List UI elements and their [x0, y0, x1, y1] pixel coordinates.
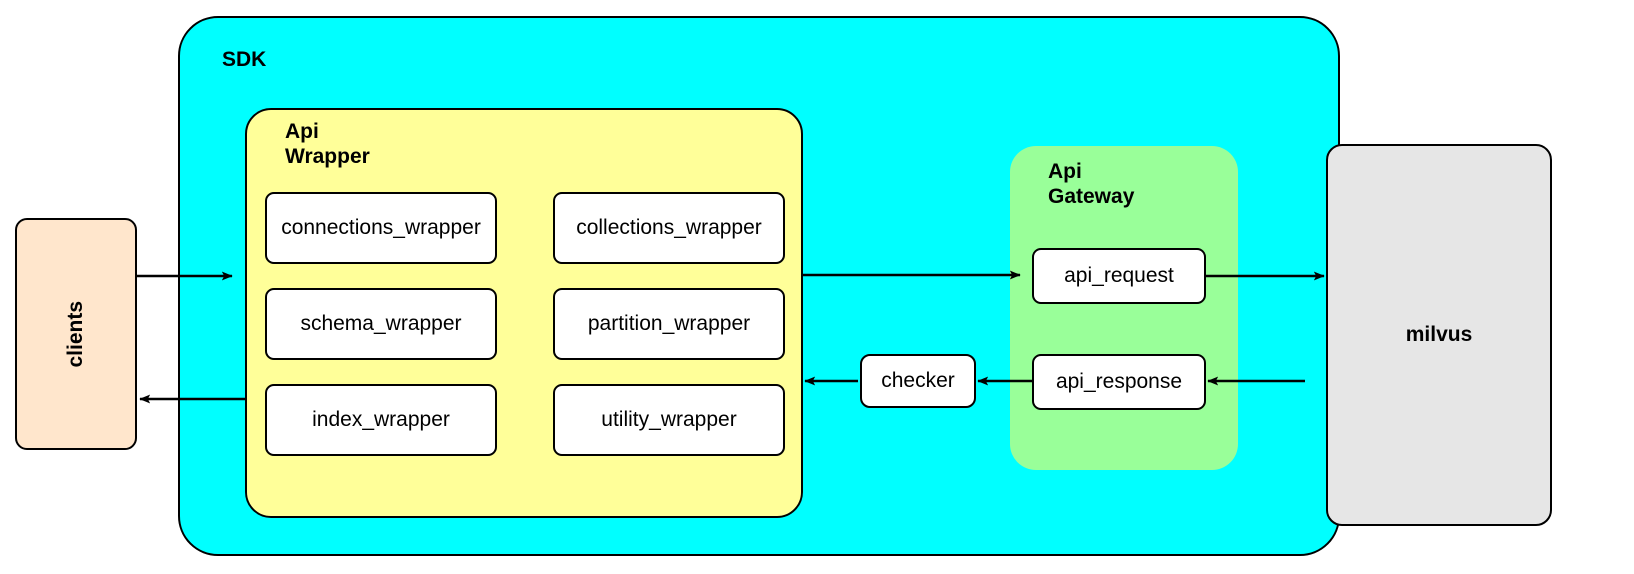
- milvus-node[interactable]: milvus: [1326, 144, 1552, 526]
- module-api-request[interactable]: api_request: [1032, 248, 1206, 304]
- module-label: utility_wrapper: [601, 408, 737, 431]
- module-label: collections_wrapper: [576, 216, 762, 239]
- module-schema-wrapper[interactable]: schema_wrapper: [265, 288, 497, 360]
- api-gateway-label: Api Gateway: [1048, 160, 1134, 210]
- module-connections-wrapper[interactable]: connections_wrapper: [265, 192, 497, 264]
- module-collections-wrapper[interactable]: collections_wrapper: [553, 192, 785, 264]
- module-index-wrapper[interactable]: index_wrapper: [265, 384, 497, 456]
- module-label: partition_wrapper: [587, 312, 751, 335]
- module-label: schema_wrapper: [300, 312, 462, 335]
- api-wrapper-label-line1: Api: [285, 120, 319, 143]
- module-label: index_wrapper: [312, 408, 450, 431]
- module-api-response[interactable]: api_response: [1032, 354, 1206, 410]
- module-label: api_request: [1064, 264, 1174, 287]
- module-label: api_response: [1055, 370, 1183, 393]
- module-label: connections_wrapper: [281, 216, 481, 239]
- api-gateway-container: Api Gateway: [1010, 146, 1238, 470]
- clients-label: clients: [64, 300, 87, 368]
- api-wrapper-label: Api Wrapper: [285, 120, 370, 170]
- api-gateway-label-line1: Api: [1048, 160, 1082, 183]
- api-wrapper-label-line2: Wrapper: [285, 144, 370, 168]
- api-gateway-label-line2: Gateway: [1048, 184, 1135, 208]
- module-utility-wrapper[interactable]: utility_wrapper: [553, 384, 785, 456]
- module-checker[interactable]: checker: [860, 354, 976, 408]
- clients-node[interactable]: clients: [15, 218, 137, 450]
- sdk-label: SDK: [222, 48, 267, 71]
- module-partition-wrapper[interactable]: partition_wrapper: [553, 288, 785, 360]
- module-label: checker: [881, 369, 955, 392]
- milvus-label: milvus: [1405, 323, 1473, 346]
